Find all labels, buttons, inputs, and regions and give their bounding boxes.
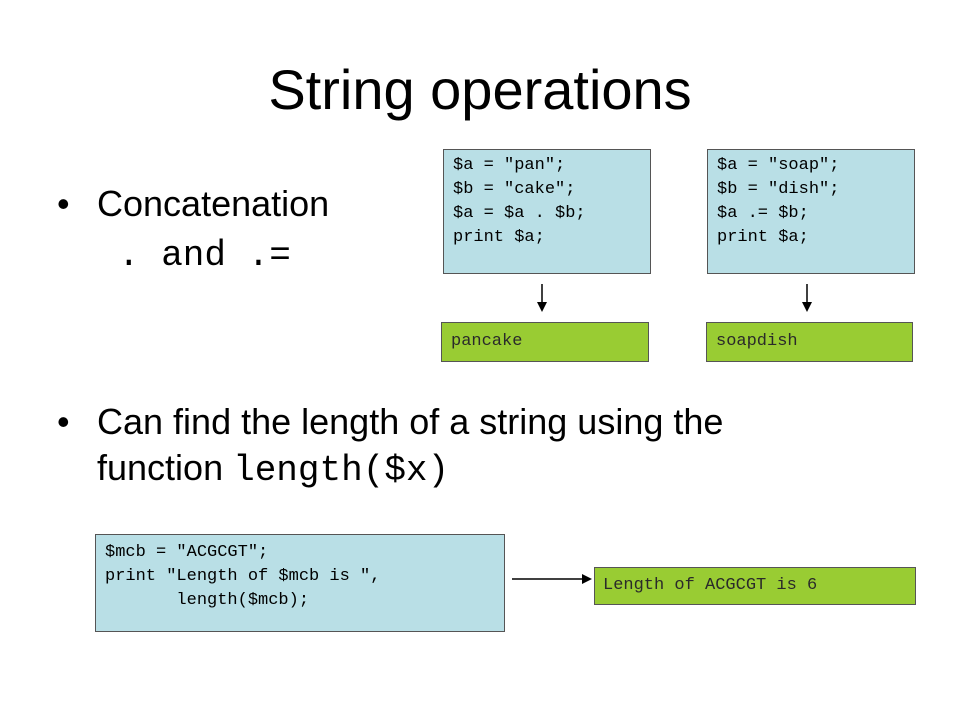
bullet-concatenation: • Concatenation bbox=[57, 183, 330, 224]
concatenation-operators: . and .= bbox=[118, 235, 291, 276]
bullet-text: Concatenation bbox=[97, 183, 330, 224]
output-box-length: Length of ACGCGT is 6 bbox=[594, 567, 916, 605]
length-function-code: length($x) bbox=[233, 450, 450, 491]
bullet-length-line2: function length($x) bbox=[97, 448, 449, 491]
bullet-text-line1: Can find the length of a string using th… bbox=[97, 401, 724, 442]
code-box-pancake: $a = "pan"; $b = "cake"; $a = $a . $b; p… bbox=[443, 149, 651, 274]
bullet-dot: • bbox=[57, 183, 70, 224]
slide-title: String operations bbox=[268, 58, 692, 121]
output-box-pancake: pancake bbox=[441, 322, 649, 362]
bullet-length: • Can find the length of a string using … bbox=[57, 401, 724, 442]
code-box-soapdish: $a = "soap"; $b = "dish"; $a .= $b; prin… bbox=[707, 149, 915, 274]
bullet-dot: • bbox=[57, 401, 70, 442]
output-box-soapdish: soapdish bbox=[706, 322, 913, 362]
code-box-length: $mcb = "ACGCGT"; print "Length of $mcb i… bbox=[95, 534, 505, 632]
bullet-text-line2: function bbox=[97, 447, 234, 488]
